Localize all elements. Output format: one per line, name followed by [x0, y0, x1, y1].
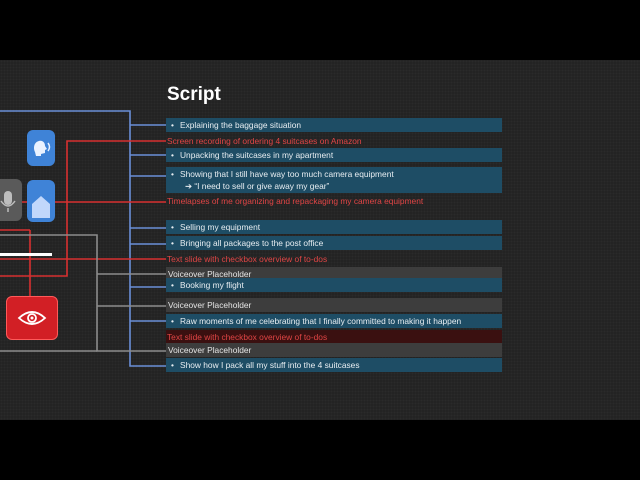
- row-subtext: ➔ “I need to sell or give away my gear”: [185, 181, 330, 191]
- canvas: Script • Explaining the baggage situation…: [0, 60, 640, 420]
- slider-track[interactable]: [0, 253, 52, 256]
- row-text: Booking my flight: [180, 280, 244, 290]
- bullet: •: [171, 150, 174, 160]
- bullet: •: [171, 120, 174, 130]
- speaking-head-icon: [34, 140, 51, 156]
- row-text: Voiceover Placeholder: [168, 300, 252, 310]
- row-text: Voiceover Placeholder: [168, 269, 252, 279]
- bullet: •: [171, 169, 174, 179]
- row-text: Timelapses of me organizing and repackag…: [167, 196, 424, 206]
- microphone-icon: [0, 191, 16, 212]
- row-text: Bringing all packages to the post office: [180, 238, 324, 248]
- script-item[interactable]: • Raw moments of me celebrating that I fi…: [166, 314, 502, 328]
- row-text: Showing that I still have way too much c…: [180, 169, 394, 179]
- voiceover-placeholder[interactable]: Voiceover Placeholder: [166, 343, 502, 357]
- script-item[interactable]: • Unpacking the suitcases in my apartment: [166, 148, 502, 162]
- visual-note[interactable]: Timelapses of me organizing and repackag…: [166, 194, 502, 208]
- gray-wires: [0, 234, 166, 352]
- voiceover-placeholder[interactable]: Voiceover Placeholder: [166, 298, 502, 312]
- red-wires: [0, 140, 166, 296]
- row-text: Raw moments of me celebrating that I fin…: [180, 316, 462, 326]
- bullet: •: [171, 280, 174, 290]
- visual-note[interactable]: Text slide with checkbox overview of to-…: [166, 330, 502, 344]
- row-text: Unpacking the suitcases in my apartment: [180, 150, 334, 160]
- microphone-button[interactable]: [0, 179, 22, 221]
- row-text: Explaining the baggage situation: [180, 120, 302, 130]
- bookmark-icon: [32, 196, 50, 218]
- script-item[interactable]: • Selling my equipment: [166, 220, 502, 234]
- bullet: •: [171, 238, 174, 248]
- row-text: Text slide with checkbox overview of to-…: [167, 332, 328, 342]
- script-item[interactable]: • Booking my flight: [166, 278, 502, 292]
- voiceover-placeholder[interactable]: Voiceover Placeholder: [166, 267, 502, 281]
- script-title: Script: [167, 84, 221, 105]
- row-text: Selling my equipment: [180, 222, 261, 232]
- bullet: •: [171, 316, 174, 326]
- bookmark-button[interactable]: [27, 180, 55, 222]
- script-item[interactable]: • Explaining the baggage situation: [166, 118, 502, 132]
- row-text: Screen recording of ordering 4 suitcases…: [167, 136, 362, 146]
- eye-icon: [17, 311, 47, 325]
- bullet: •: [171, 222, 174, 232]
- row-text: Voiceover Placeholder: [168, 345, 252, 355]
- bullet: •: [171, 360, 174, 370]
- voiceover-button[interactable]: [27, 130, 55, 166]
- script-item[interactable]: • Showing that I still have way too much …: [166, 167, 502, 193]
- eye-button[interactable]: [6, 296, 58, 340]
- script-item[interactable]: • Bringing all packages to the post offic…: [166, 236, 502, 250]
- script-item[interactable]: • Show how I pack all my stuff into the 4…: [166, 358, 502, 372]
- blue-wires: [0, 110, 166, 367]
- visual-note[interactable]: Text slide with checkbox overview of to-…: [166, 252, 502, 266]
- row-text: Show how I pack all my stuff into the 4 …: [180, 360, 360, 370]
- row-text: Text slide with checkbox overview of to-…: [167, 254, 328, 264]
- visual-note[interactable]: Screen recording of ordering 4 suitcases…: [166, 134, 502, 148]
